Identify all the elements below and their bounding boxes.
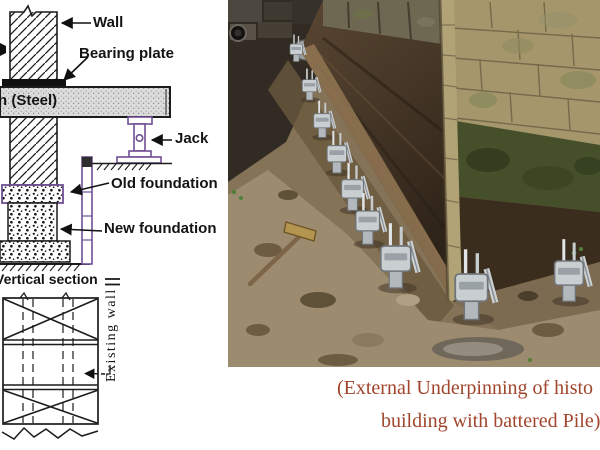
steel-beam	[0, 86, 171, 118]
steel-beam-label: n (Steel)	[0, 92, 58, 109]
caption-line-2: building with battered Pile)	[381, 410, 600, 432]
leader-arrows	[59, 17, 172, 236]
jack-ground-line	[92, 162, 172, 171]
wall-upper	[9, 4, 58, 80]
bearing-plate-label: Bearing plate	[79, 45, 175, 62]
new-foundation-shape	[0, 202, 90, 272]
caption-line-1: (External Underpinning of histo	[337, 377, 594, 399]
bearing-plate-shape	[2, 79, 66, 87]
new-foundation-label: New foundation	[104, 220, 217, 237]
wall-left-face	[300, 0, 464, 302]
wall-label: Wall	[93, 14, 124, 31]
photo-art	[228, 0, 600, 367]
underpinning-section-diagram	[0, 4, 172, 440]
vertical-section-label: Vertical section	[0, 271, 98, 287]
equals-fragment	[105, 278, 120, 286]
pile-strip	[81, 156, 93, 265]
jack-shape	[116, 116, 162, 164]
existing-wall-leader	[83, 365, 111, 379]
wall-lower	[9, 116, 58, 186]
mattock-tool	[247, 221, 317, 287]
jack-label: Jack	[175, 130, 209, 147]
cut-arrow-mark	[0, 43, 6, 56]
existing-wall-label: Existing wall	[104, 288, 119, 382]
old-foundation-label: Old foundation	[111, 175, 218, 192]
underpinning-photo	[228, 0, 600, 367]
soil-foreground	[228, 170, 600, 367]
old-foundation-shape	[1, 184, 64, 204]
plan-view-diagram	[1, 291, 99, 440]
